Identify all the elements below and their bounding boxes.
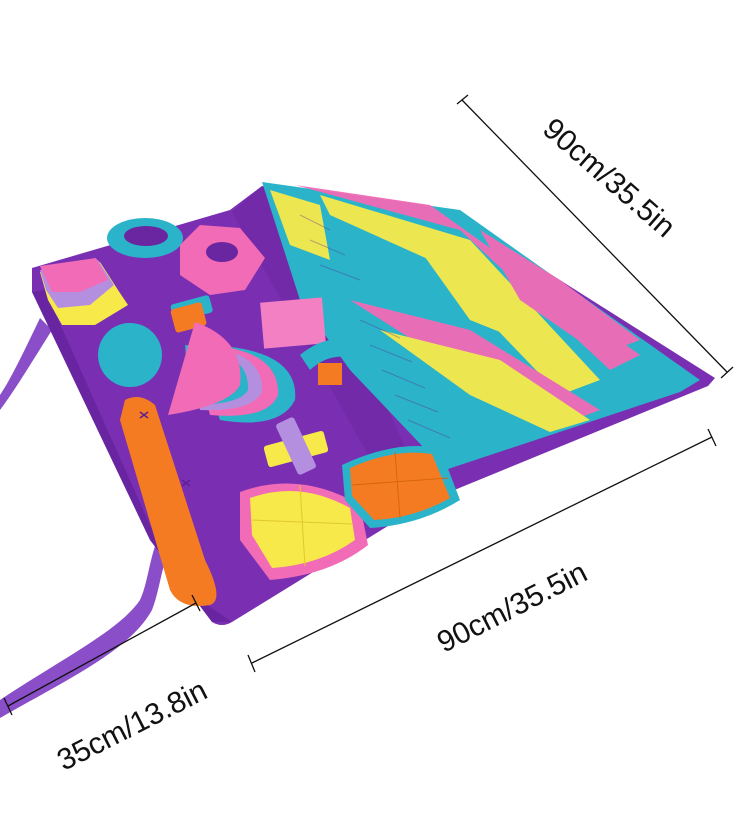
dimension-lines [3, 94, 734, 716]
orange-quad-flap [342, 446, 460, 528]
cross-strap [263, 417, 329, 475]
fringe-area [262, 182, 700, 470]
teal-ring-cup [107, 218, 183, 258]
pink-square-flap [260, 297, 326, 349]
orange-pocket-tube [120, 396, 217, 606]
yellow-quad-flap [240, 483, 368, 580]
teal-circle-flap [98, 323, 162, 387]
layered-scallop-flaps [40, 258, 128, 325]
pink-ring-cup [180, 225, 265, 295]
arch-tunnel [300, 339, 360, 385]
layered-fan-flaps [168, 322, 296, 423]
